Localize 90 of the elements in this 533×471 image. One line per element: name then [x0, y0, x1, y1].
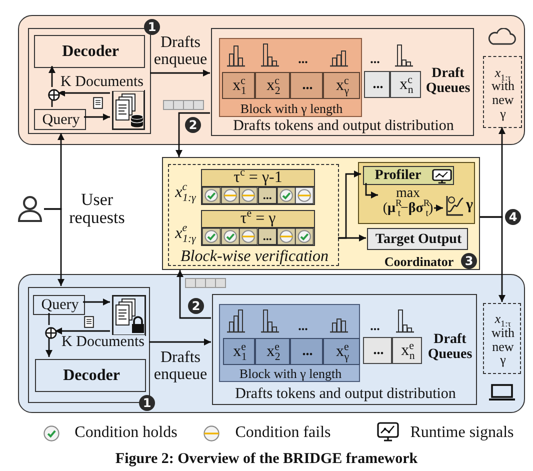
token-cell	[290, 338, 323, 365]
process-box	[363, 166, 454, 185]
token-cell	[392, 337, 422, 364]
caption: Figure 2: Overview of the BRIDGE framework	[115, 452, 418, 468]
token-cell	[290, 72, 323, 99]
label-text: Drafts tokens and output distribution	[233, 119, 454, 135]
token-cell	[323, 338, 360, 365]
highlight-block	[219, 304, 360, 382]
arrow	[365, 183, 378, 198]
ellipsis: ...	[258, 228, 277, 245]
row-header: τ$^{c}$ = γ-1	[202, 170, 314, 187]
container-panel	[162, 157, 480, 270]
queue-panel	[211, 28, 474, 136]
legend-label: Runtime signals	[410, 424, 514, 442]
variable-label: γ	[466, 198, 474, 214]
label-text: ...	[302, 79, 313, 94]
label-text: ...	[302, 345, 313, 360]
row-header: τ$^{e}$ = γ	[202, 211, 314, 228]
container-panel	[18, 274, 525, 413]
token-cell	[255, 72, 290, 99]
person-icon	[16, 195, 44, 223]
highlight-block	[219, 38, 362, 117]
arrow	[176, 270, 211, 319]
label-text: Block with γ length	[240, 102, 343, 116]
connector-line	[48, 313, 50, 325]
token-cell	[364, 71, 390, 98]
arrow	[55, 328, 110, 334]
process-box	[34, 35, 145, 68]
ellipsis: ...	[298, 318, 308, 332]
arrow	[338, 234, 366, 242]
arrow	[44, 208, 64, 286]
formula-text: max (μ$^{R}$$_{t}$−βσ$^{R}$$_{t}$)	[380, 187, 436, 216]
token-cell	[255, 338, 290, 365]
label-text: Drafts tokens and output distribution	[235, 387, 456, 403]
document-database-icon	[112, 90, 145, 130]
arrow	[46, 337, 52, 357]
dashed-box	[168, 164, 339, 266]
token-cell	[222, 72, 255, 99]
dashed-box	[483, 56, 522, 128]
legend-label: Condition fails	[235, 424, 331, 442]
ellipsis: ...	[370, 52, 380, 64]
label-text: Decoder	[62, 44, 119, 61]
label-text: Draft Queues	[426, 333, 474, 363]
label-text: ...	[373, 344, 384, 359]
label-text: Profiler	[374, 169, 422, 184]
token-cell	[223, 338, 255, 365]
label-text: Query	[42, 112, 80, 128]
connector-line	[51, 99, 53, 107]
label-text: Block-wise verification	[180, 248, 328, 266]
label-text: x$_{1:τ}$ with new γ	[490, 312, 516, 367]
arrow	[176, 112, 210, 157]
label-text: x$_{1:τ}$ with new γ	[490, 66, 516, 120]
token-cell	[363, 337, 392, 364]
plus-circle-symbol	[45, 327, 57, 339]
label-text: Decoder	[63, 368, 120, 385]
dashed-box	[483, 303, 521, 374]
inner-panel	[358, 162, 475, 224]
label-text: Coordinator	[384, 255, 454, 269]
callout-number: 4	[505, 209, 521, 225]
label-text: Target Output	[375, 232, 462, 248]
queue-panel	[212, 294, 477, 405]
process-box	[35, 359, 146, 392]
ellipsis: ...	[258, 187, 277, 204]
arrow	[434, 204, 443, 212]
container-panel	[18, 15, 525, 145]
arrow	[83, 298, 110, 306]
process-box	[367, 228, 468, 250]
arrow	[149, 338, 211, 346]
ellipsis: ...	[298, 52, 308, 64]
arrow	[58, 90, 110, 96]
verification-row	[201, 210, 315, 246]
token-cell	[390, 71, 421, 98]
document-lock-icon	[112, 295, 146, 336]
arrow	[48, 66, 56, 87]
label-text: Query	[41, 298, 79, 314]
ellipsis: ...	[370, 318, 380, 332]
token-cell	[323, 72, 360, 99]
arrow	[480, 216, 506, 302]
arrow	[84, 114, 110, 120]
label-text: ...	[372, 78, 384, 93]
line-chart-icon	[445, 195, 464, 217]
arrow	[150, 70, 210, 76]
label-text: Block with γ length	[239, 366, 342, 380]
verification-row	[201, 169, 315, 205]
plus-circle-symbol	[48, 89, 60, 101]
edge-label: K Documents	[60, 75, 144, 91]
label-text: Draft Queues	[424, 67, 472, 97]
legend-label: Condition holds	[74, 424, 178, 442]
process-box	[34, 109, 86, 130]
process-box	[33, 295, 85, 315]
